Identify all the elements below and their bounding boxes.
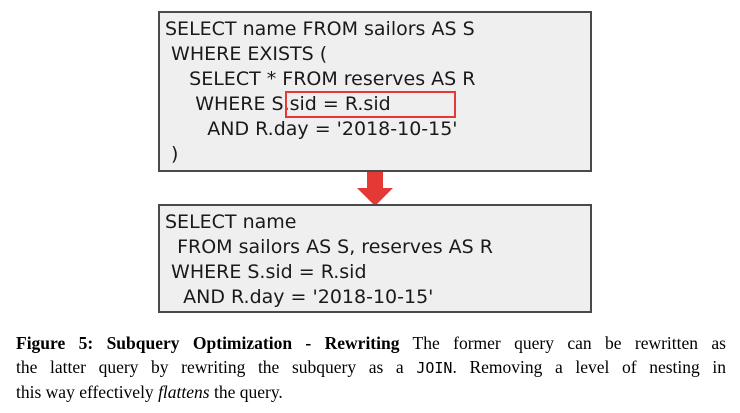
figure-label: Figure 5: Subquery Optimization - Rewrit… bbox=[16, 333, 400, 353]
caption-line-2: the latter query by rewriting the subque… bbox=[16, 357, 727, 377]
original-query-line-4: WHERE S.sid = R.sid bbox=[165, 92, 391, 117]
rewritten-query-box: SELECT name FROM sailors AS S, reserves … bbox=[158, 204, 592, 313]
rewritten-query-line-4: AND R.day = '2018-10-15' bbox=[165, 286, 434, 308]
original-query-box: SELECT name FROM sailors AS S WHERE EXIS… bbox=[158, 11, 592, 172]
where-keyword: WHERE bbox=[165, 93, 272, 115]
original-query-line-6: ) bbox=[165, 143, 179, 165]
highlighted-join-condition: S.sid = R.sid bbox=[271, 93, 391, 115]
rewritten-query-line-3: WHERE S.sid = R.sid bbox=[165, 261, 367, 283]
caption-line-3: this way effectively flattens the query. bbox=[16, 382, 283, 402]
caption-line-1: Figure 5: Subquery Optimization - Rewrit… bbox=[16, 333, 726, 353]
original-query-line-2: WHERE EXISTS ( bbox=[165, 43, 328, 65]
down-arrow-icon bbox=[357, 172, 393, 206]
original-query-line-3: SELECT * FROM reserves AS R bbox=[165, 68, 476, 90]
highlight-box bbox=[285, 91, 456, 118]
rewritten-query-line-2: FROM sailors AS S, reserves AS R bbox=[165, 236, 493, 258]
rewritten-query-line-1: SELECT name bbox=[165, 211, 297, 233]
original-query-line-1: SELECT name FROM sailors AS S bbox=[165, 18, 475, 40]
flattens-emphasis: flattens bbox=[158, 382, 210, 402]
join-keyword: JOIN bbox=[416, 359, 453, 377]
original-query-line-5: AND R.day = '2018-10-15' bbox=[165, 118, 458, 140]
figure-caption: Figure 5: Subquery Optimization - Rewrit… bbox=[16, 331, 726, 404]
